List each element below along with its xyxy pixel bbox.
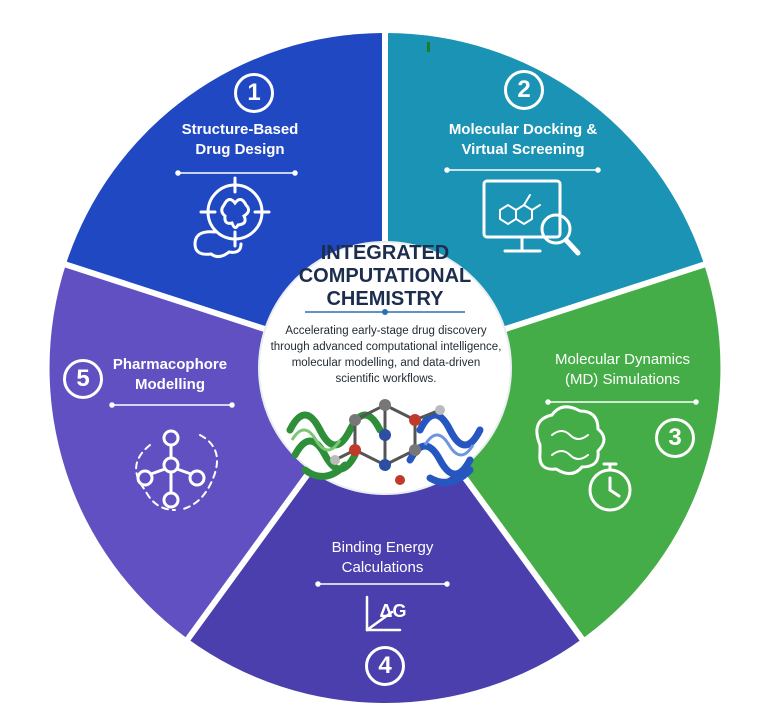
target-protein-icon xyxy=(193,176,271,259)
step-number-5: 5 xyxy=(63,359,103,399)
title-underlines xyxy=(109,167,699,587)
pharmacophore-icon xyxy=(135,429,218,511)
delta-g-icon xyxy=(365,595,402,632)
segment-4-title: Binding Energy Calculations xyxy=(331,539,434,576)
center-description: Accelerating early-stage drug discovery … xyxy=(270,325,502,385)
segment-3-title: Molecular Dynamics (MD) Simulations xyxy=(554,351,691,388)
step-number-3: 3 xyxy=(655,418,695,458)
protein-stopwatch-icon xyxy=(535,405,632,512)
monitor-search-icon xyxy=(482,179,581,256)
delta-g-symbol: ΔG xyxy=(380,601,407,621)
segment-2-title: Molecular Docking & Virtual Screening xyxy=(448,121,598,158)
step-number-2: 2 xyxy=(504,70,544,110)
step-number-4: 4 xyxy=(365,646,405,686)
segment-1-title: Structure-Based Drug Design xyxy=(181,121,299,158)
center-divider-dot xyxy=(382,309,388,315)
step-number-1: 1 xyxy=(234,73,274,113)
segment-5-title: Pharmacophore Modelling xyxy=(112,356,228,393)
decor-mark xyxy=(427,42,430,52)
protein-molecule-illustration xyxy=(286,399,484,486)
segment-4 xyxy=(188,368,582,704)
center-title: INTEGRATED COMPUTATIONAL CHEMISTRY xyxy=(298,242,472,310)
